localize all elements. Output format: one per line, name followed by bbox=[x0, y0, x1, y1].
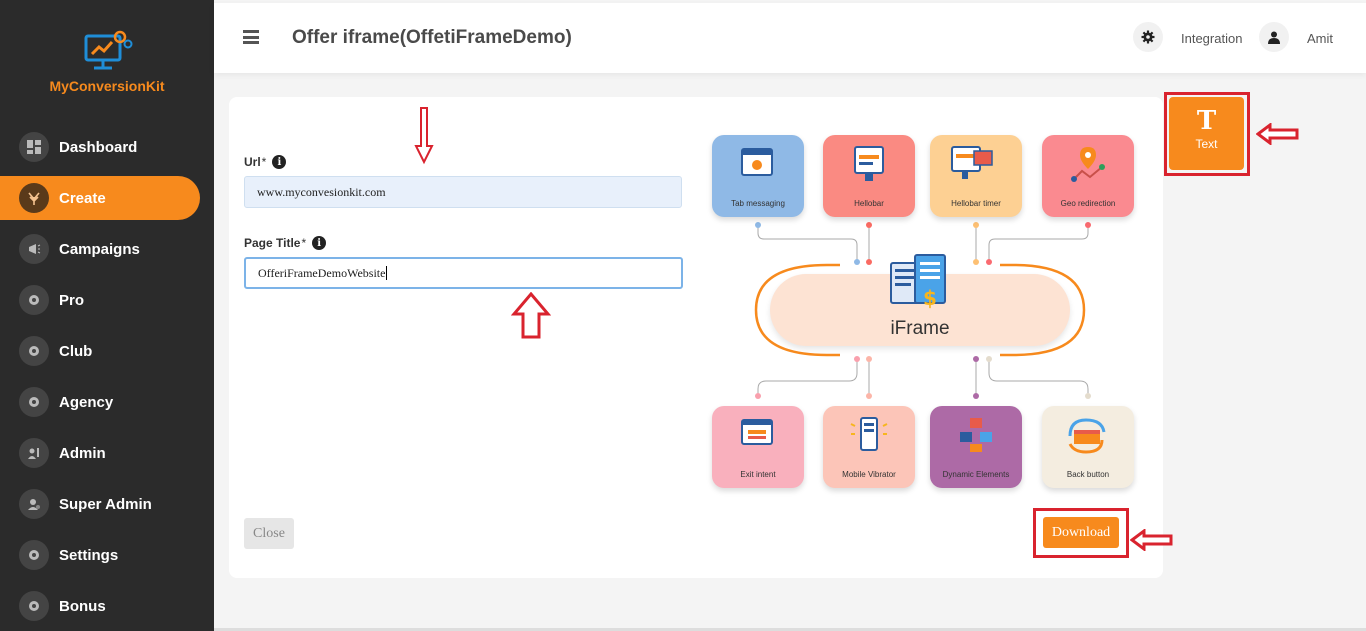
tile-mobile-vibrator[interactable]: Mobile Vibrator bbox=[823, 406, 915, 488]
page-title-label-text: Page Title bbox=[244, 236, 301, 250]
text-widget-button[interactable]: T Text bbox=[1169, 97, 1244, 170]
iframe-editor-card: Url* i www.myconvesionkit.com Page Title… bbox=[229, 97, 1163, 578]
tile-label: Tab messaging bbox=[731, 199, 785, 208]
arrow-down-icon bbox=[414, 107, 434, 165]
tile-label: Hellobar bbox=[854, 199, 884, 208]
arrow-left-icon bbox=[1130, 529, 1173, 551]
info-icon[interactable]: i bbox=[272, 155, 287, 169]
sidebar-item-label: Admin bbox=[59, 444, 106, 462]
close-button[interactable]: Close bbox=[244, 518, 294, 549]
logo-text: MyConversionKit bbox=[49, 78, 165, 94]
sidebar-item-super-admin[interactable]: Super Admin bbox=[0, 482, 214, 526]
badge-icon bbox=[19, 591, 49, 621]
bottom-bar bbox=[214, 628, 1366, 631]
sidebar-item-label: Club bbox=[59, 342, 93, 360]
gear-icon[interactable] bbox=[1133, 22, 1163, 52]
url-label-text: Url bbox=[244, 155, 261, 169]
page-title: Offer iframe(OffetiFrameDemo) bbox=[292, 27, 572, 48]
url-input[interactable]: www.myconvesionkit.com bbox=[244, 176, 682, 208]
tile-geo-redirection[interactable]: Geo redirection bbox=[1042, 135, 1134, 217]
back-button-icon bbox=[1068, 418, 1106, 454]
tile-label: Dynamic Elements bbox=[942, 470, 1010, 479]
tile-back-button[interactable]: Back button bbox=[1042, 406, 1134, 488]
tile-label: Geo redirection bbox=[1060, 199, 1116, 208]
required-mark: * bbox=[261, 155, 267, 169]
megaphone-icon bbox=[19, 234, 49, 264]
arrow-up-icon bbox=[511, 292, 551, 339]
download-button[interactable]: Download bbox=[1043, 517, 1119, 548]
dashboard-icon bbox=[19, 132, 49, 162]
tab-messaging-icon bbox=[741, 148, 773, 176]
sidebar-item-dashboard[interactable]: Dashboard bbox=[0, 125, 214, 169]
tile-exit-intent[interactable]: Exit intent bbox=[712, 406, 804, 488]
create-icon bbox=[19, 183, 49, 213]
required-mark: * bbox=[301, 236, 307, 250]
svg-text:$: $ bbox=[923, 286, 937, 310]
sidebar-item-label: Pro bbox=[59, 291, 85, 309]
tile-label: Mobile Vibrator bbox=[842, 470, 896, 479]
info-icon[interactable]: i bbox=[312, 236, 327, 250]
sidebar-item-admin[interactable]: Admin bbox=[0, 431, 214, 475]
diagram-connectors bbox=[754, 222, 1091, 399]
sidebar-item-label: Settings bbox=[59, 546, 119, 564]
hellobar-timer-icon bbox=[951, 146, 993, 179]
sidebar-item-campaigns[interactable]: Campaigns bbox=[0, 227, 214, 271]
badge-icon bbox=[19, 540, 49, 570]
menu-icon[interactable] bbox=[243, 30, 259, 44]
exit-intent-icon bbox=[741, 419, 773, 445]
tile-label: Exit intent bbox=[740, 470, 776, 479]
user-icon[interactable] bbox=[1259, 22, 1289, 52]
tile-label: Hellobar timer bbox=[951, 199, 1001, 208]
text-widget-label: Text bbox=[1195, 137, 1218, 151]
tile-label: Back button bbox=[1066, 470, 1110, 479]
user-cog-icon bbox=[19, 489, 49, 519]
sidebar-item-bonus[interactable]: Bonus bbox=[0, 584, 214, 628]
sidebar-item-settings[interactable]: Settings bbox=[0, 533, 214, 577]
badge-icon bbox=[19, 387, 49, 417]
iframe-label: iFrame bbox=[890, 318, 950, 339]
dynamic-elements-icon bbox=[960, 418, 992, 452]
sidebar-item-label: Dashboard bbox=[59, 138, 138, 156]
mobile-vibrator-icon bbox=[850, 417, 888, 451]
sidebar-item-label: Agency bbox=[59, 393, 114, 411]
logo-icon bbox=[84, 30, 133, 70]
text-widget-highlight bbox=[1164, 92, 1250, 176]
integration-link[interactable]: Integration bbox=[1181, 31, 1243, 46]
badge-icon bbox=[19, 336, 49, 366]
tile-hellobar[interactable]: Hellobar bbox=[823, 135, 915, 217]
page-title-label: Page Title* i bbox=[244, 236, 327, 250]
tile-dynamic-elements[interactable]: Dynamic Elements bbox=[930, 406, 1022, 488]
arrow-left-icon bbox=[1256, 123, 1299, 145]
page-title-input[interactable]: OfferiFrameDemoWebsite bbox=[244, 257, 683, 289]
sidebar-item-label: Super Admin bbox=[59, 495, 152, 513]
sidebar-item-create[interactable]: Create bbox=[0, 176, 200, 220]
url-label: Url* i bbox=[244, 155, 287, 169]
hellobar-icon bbox=[854, 146, 884, 181]
sidebar: MyConversionKit Dashboard Create Campaig… bbox=[0, 0, 214, 631]
sidebar-item-club[interactable]: Club bbox=[0, 329, 214, 373]
logo[interactable]: MyConversionKit bbox=[0, 0, 214, 105]
badge-icon bbox=[19, 285, 49, 315]
text-icon: T bbox=[1196, 106, 1217, 136]
tile-hellobar-timer[interactable]: Hellobar timer bbox=[930, 135, 1022, 217]
sidebar-item-label: Create bbox=[59, 189, 106, 207]
tile-tab-messaging[interactable]: Tab messaging bbox=[712, 135, 804, 217]
sidebar-item-agency[interactable]: Agency bbox=[0, 380, 214, 424]
sidebar-item-label: Campaigns bbox=[59, 240, 140, 258]
iframe-icon: $ bbox=[890, 254, 946, 310]
sidebar-item-label: Bonus bbox=[59, 597, 106, 615]
download-highlight bbox=[1033, 508, 1129, 558]
page-title-value: OfferiFrameDemoWebsite bbox=[258, 265, 386, 280]
map-pin-icon bbox=[1071, 147, 1105, 182]
topbar: Offer iframe(OffetiFrameDemo) Integratio… bbox=[214, 3, 1366, 73]
users-icon bbox=[19, 438, 49, 468]
user-name[interactable]: Amit bbox=[1307, 31, 1333, 46]
sidebar-item-pro[interactable]: Pro bbox=[0, 278, 214, 322]
